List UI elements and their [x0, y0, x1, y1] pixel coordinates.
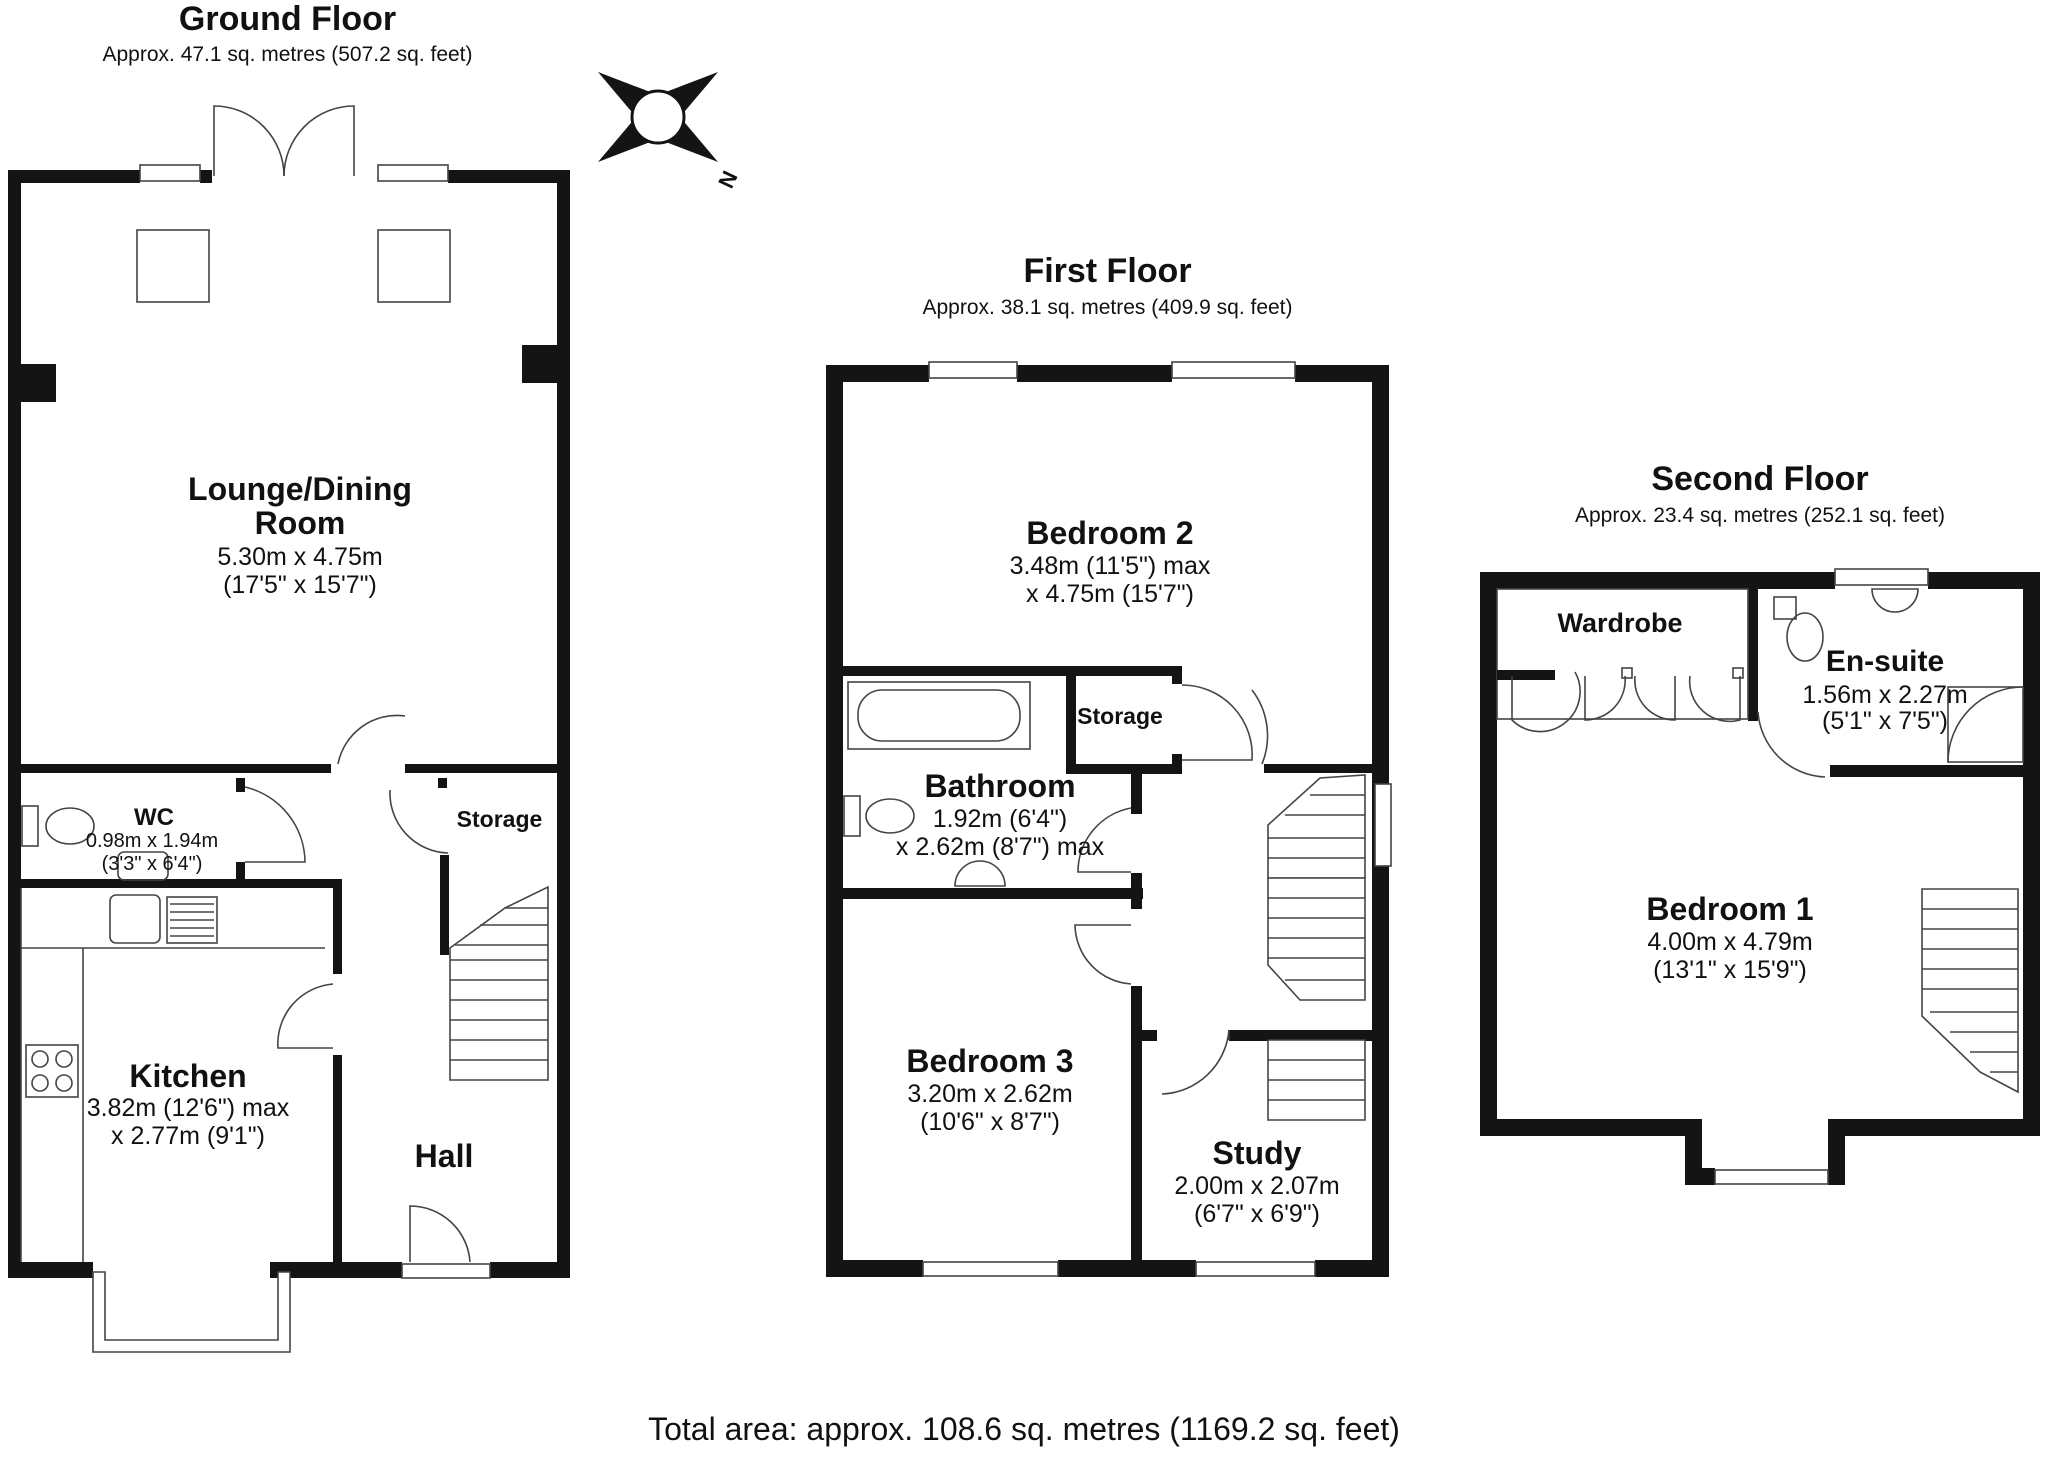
room-wardrobe-name: Wardrobe: [1557, 608, 1683, 638]
room-wc-dim1: 0.98m x 1.94m: [85, 830, 219, 852]
first-floor-title: First Floor: [1023, 252, 1192, 290]
room-study-dim2: (6'7" x 6'9"): [1194, 1200, 1320, 1228]
room-bathroom-name: Bathroom: [924, 768, 1076, 804]
room-bedroom2-name: Bedroom 2: [1026, 515, 1194, 551]
ground-floor-title: Ground Floor: [178, 0, 397, 38]
ground-floor-area: Approx. 47.1 sq. metres (507.2 sq. feet): [102, 43, 473, 66]
first-stairs: [1267, 774, 1366, 1121]
room-bedroom1-name: Bedroom 1: [1646, 891, 1814, 927]
compass-rose-icon: [598, 72, 718, 162]
room-bedroom1-dim2: (13'1" x 15'9"): [1653, 956, 1807, 984]
room-wc-name: WC: [134, 804, 174, 831]
room-study-name: Study: [1212, 1135, 1302, 1171]
room-lounge-name-line1: Lounge/Dining: [188, 471, 412, 507]
room-bedroom3-name: Bedroom 3: [906, 1043, 1074, 1079]
room-kitchen-dim2: x 2.77m (9'1"): [111, 1122, 265, 1150]
room-bedroom2-dim1: 3.48m (11'5") max: [1009, 552, 1211, 580]
second-stairs: [1921, 888, 2019, 1094]
room-ensuite-name: En-suite: [1825, 645, 1945, 678]
total-area: Total area: approx. 108.6 sq. metres (11…: [648, 1411, 1400, 1447]
second-floor-plan: [1480, 568, 2040, 1185]
room-study-dim1: 2.00m x 2.07m: [1174, 1172, 1340, 1200]
room-kitchen-dim1: 3.82m (12'6") max: [86, 1094, 290, 1122]
room-ensuite-dim1: 1.56m x 2.27m: [1802, 681, 1968, 709]
ground-stairs: [449, 885, 549, 1081]
room-first-storage-name: Storage: [1077, 703, 1163, 729]
first-floor-plan: [826, 361, 1392, 1277]
room-lounge-dim1: 5.30m x 4.75m: [217, 543, 383, 571]
room-ensuite-dim2: (5'1" x 7'5"): [1822, 707, 1948, 735]
room-bedroom3-dim1: 3.20m x 2.62m: [907, 1080, 1073, 1108]
room-ground-storage-name: Storage: [456, 806, 543, 832]
room-hall-name: Hall: [414, 1138, 474, 1174]
ground-floor-plan: [8, 105, 570, 1353]
room-lounge-name-line2: Room: [254, 505, 346, 541]
room-bedroom1-dim1: 4.00m x 4.79m: [1647, 928, 1813, 956]
second-floor-title: Second Floor: [1651, 460, 1869, 498]
room-wc-dim2: (3'3" x 6'4"): [101, 853, 203, 875]
room-bedroom3-dim2: (10'6" x 8'7"): [920, 1108, 1060, 1136]
first-floor-area: Approx. 38.1 sq. metres (409.9 sq. feet): [922, 296, 1293, 319]
room-bathroom-dim1: 1.92m (6'4"): [932, 805, 1068, 833]
room-kitchen-name: Kitchen: [129, 1058, 247, 1094]
room-bedroom2-dim2: x 4.75m (15'7"): [1026, 580, 1194, 608]
room-bathroom-dim2: x 2.62m (8'7") max: [895, 833, 1105, 861]
room-lounge-dim2: (17'5" x 15'7"): [223, 571, 377, 599]
second-floor-area: Approx. 23.4 sq. metres (252.1 sq. feet): [1574, 504, 1946, 527]
